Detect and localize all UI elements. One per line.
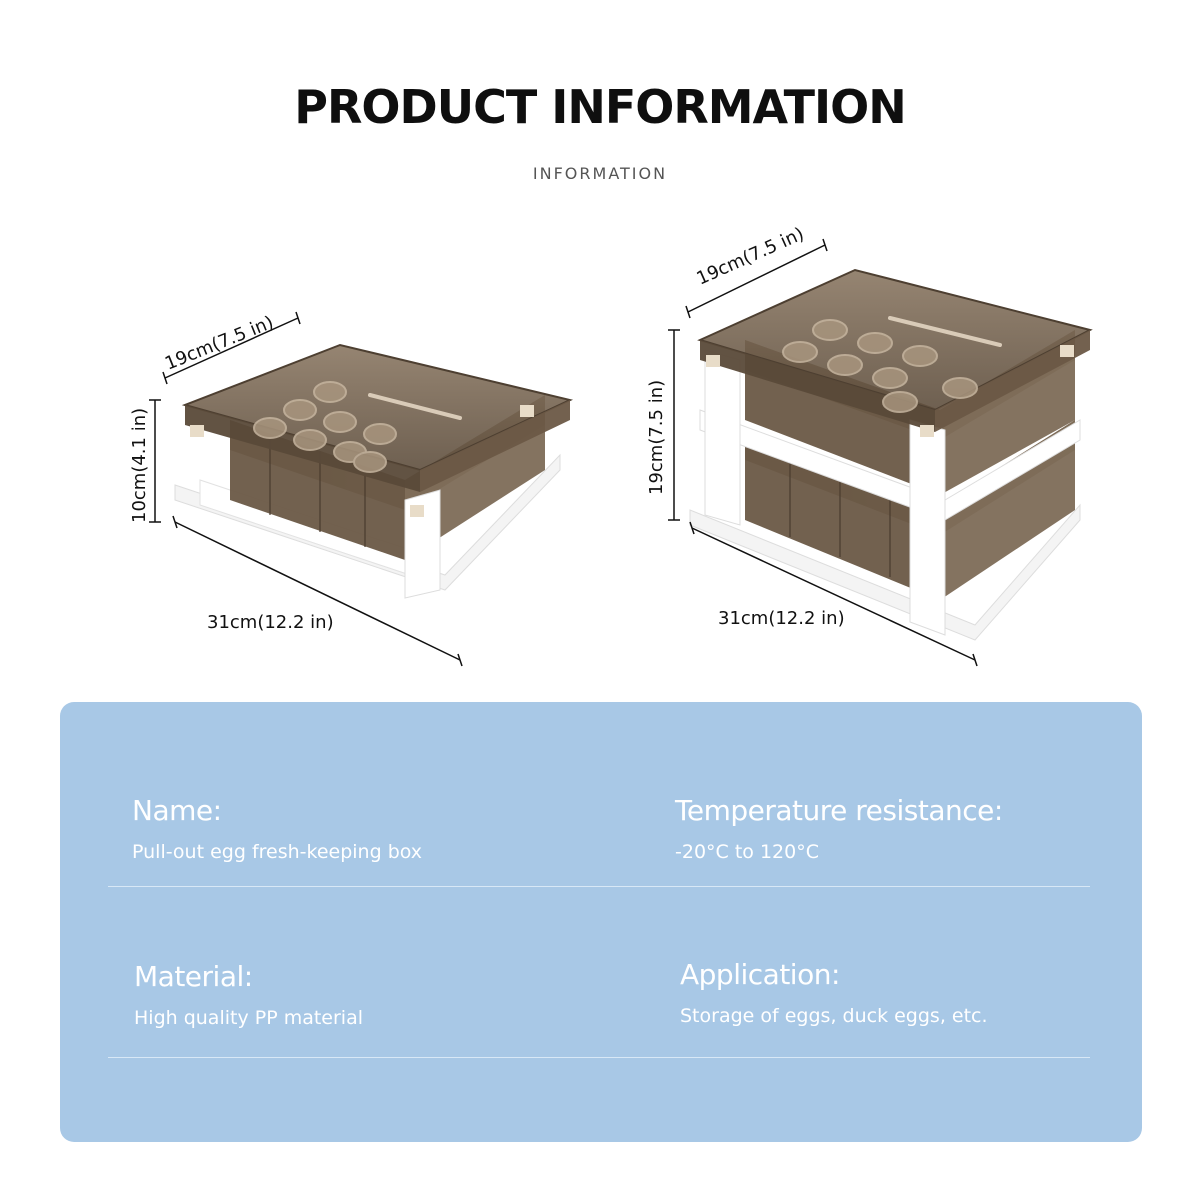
info-divider [108,886,1090,887]
info-divider [108,1057,1090,1058]
info-material: Material: High quality PP material [134,960,363,1029]
info-temperature-heading: Temperature resistance: [675,794,1003,827]
info-name: Name: Pull-out egg fresh-keeping box [132,794,422,863]
product2-height-label: 19cm(7.5 in) [646,380,667,495]
product-figure: 19cm(7.5 in) 10cm(4.1 in) 31cm(12.2 in) [129,224,1093,667]
info-temperature-value: -20°C to 120°C [675,841,819,863]
product2-length-label: 31cm(12.2 in) [718,608,845,629]
product1-height-label: 10cm(4.1 in) [129,408,150,523]
product1-length-label: 31cm(12.2 in) [207,612,334,633]
info-material-value: High quality PP material [134,1007,364,1029]
product2-width-label: 19cm(7.5 in) [693,224,807,290]
info-application-heading: Application: [680,958,840,991]
info-material-heading: Material: [134,960,253,993]
product1-width-label: 19cm(7.5 in) [162,312,277,375]
info-application-value: Storage of eggs, duck eggs, etc. [680,1005,988,1027]
info-name-value: Pull-out egg fresh-keeping box [132,841,423,863]
page-title: PRODUCT INFORMATION [294,80,906,134]
info-panel: Name: Pull-out egg fresh-keeping box Tem… [60,702,1142,1142]
single-layer-egg-box [149,311,574,667]
info-temperature: Temperature resistance: -20°C to 120°C [675,794,1003,863]
page-subtitle: INFORMATION [532,164,668,183]
info-application: Application: Storage of eggs, duck eggs,… [680,958,988,1027]
info-name-heading: Name: [132,794,222,827]
double-layer-egg-box [668,238,1093,667]
